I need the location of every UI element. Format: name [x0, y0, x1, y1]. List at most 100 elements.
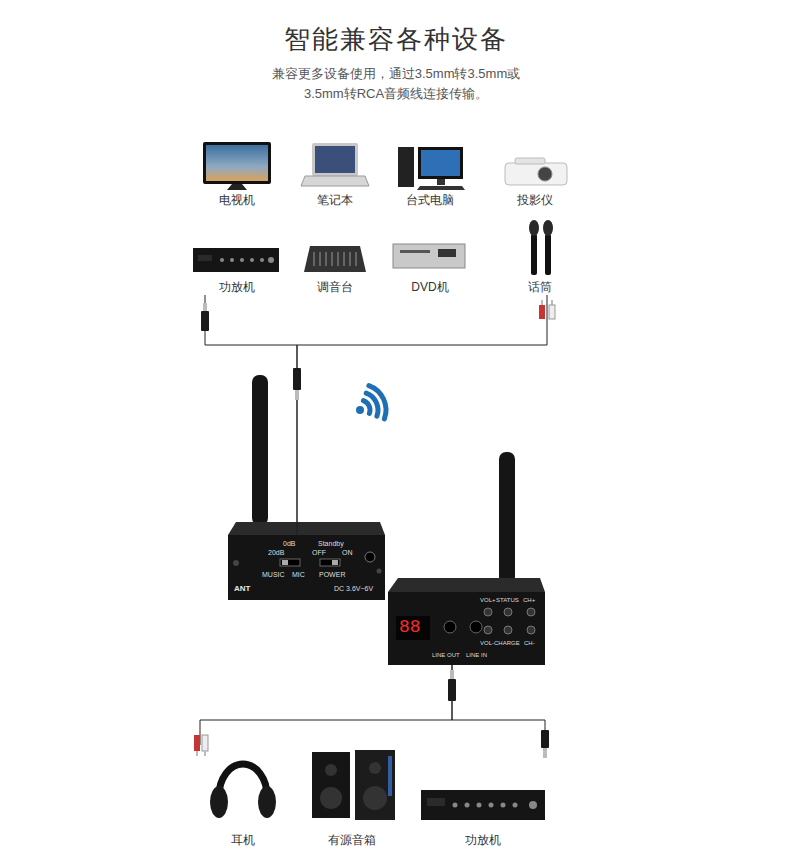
- laptop-icon: [301, 143, 369, 186]
- page-title: 智能兼容各种设备: [0, 22, 791, 57]
- rca-plug-part: [541, 300, 543, 305]
- audio-cable: [452, 665, 545, 745]
- device-node: 有源音箱: [298, 745, 406, 848]
- receiver-unit-part: [470, 621, 482, 633]
- desktop-icon-part: [437, 179, 445, 185]
- device-label: 调音台: [286, 280, 384, 295]
- subtitle-note: 兼容更多设备使用，通过3.5mm转3.5mm或 3.5mm转RCA音频线连接传输…: [261, 64, 531, 104]
- speaker-icon-part: [312, 752, 350, 818]
- audio-plug: [201, 303, 209, 331]
- audio-plug: [541, 730, 549, 758]
- device-node: 调音台: [286, 236, 384, 295]
- receiver-unit-part: [388, 592, 545, 665]
- headphones-icon: [210, 764, 276, 818]
- headphones-icon-part: [258, 786, 276, 818]
- microphone-icon-part: [529, 220, 539, 236]
- device-node: 功放机: [188, 236, 286, 295]
- audio-plug-part: [201, 311, 209, 331]
- panel-label: VOL+: [480, 597, 496, 603]
- projector-icon-part: [515, 158, 545, 164]
- panel-label: STATUS: [496, 597, 519, 603]
- transmitter-unit-part: [228, 535, 385, 600]
- device-label: 笔记本: [286, 193, 384, 208]
- panel-label: MUSIC: [262, 571, 285, 578]
- transmitter-box: ANT0dB20dBMUSICMICStandbyOFFONPOWERDC 3.…: [228, 535, 385, 600]
- device-node: DVD机: [381, 236, 479, 295]
- audio-plug-part: [543, 748, 547, 758]
- receiver-unit-part: [484, 626, 492, 634]
- amplifier-icon-part: [465, 803, 470, 808]
- rca-plug-part: [549, 305, 555, 319]
- device-node: 笔记本: [286, 138, 384, 208]
- transmitter-unit-part: [252, 375, 268, 525]
- panel-label: 20dB: [268, 549, 284, 556]
- device-label: 有源音箱: [298, 833, 406, 848]
- rca-plug: [194, 735, 208, 756]
- amplifier-icon-part: [230, 258, 234, 262]
- rca-plug-part: [202, 735, 208, 751]
- device-node: 台式电脑: [381, 138, 479, 208]
- amplifier-icon-part: [198, 255, 212, 261]
- device-label: DVD机: [381, 280, 479, 295]
- microphone-icon-part: [543, 220, 553, 236]
- rca-plug-part: [194, 735, 200, 751]
- audio-plug-part: [203, 303, 207, 311]
- projector-icon-part: [538, 167, 552, 181]
- speaker-icon: [312, 750, 395, 820]
- transmitter-unit-part: [320, 559, 340, 566]
- panel-label: ON: [342, 549, 353, 556]
- amplifier-icon-part: [427, 798, 445, 806]
- transmitter-unit-part: [282, 560, 288, 565]
- laptop-icon-part: [301, 176, 369, 186]
- desktop-icon-part: [398, 147, 414, 187]
- laptop-icon-part: [315, 146, 355, 173]
- amplifier-icon-part: [513, 803, 518, 808]
- panel-label: 88: [399, 618, 421, 636]
- dvd-player-icon-part: [393, 244, 465, 268]
- mixer-icon-part: [304, 246, 366, 272]
- transmitter-unit-part: [377, 569, 382, 574]
- device-node: 耳机: [189, 745, 297, 848]
- device-node: 功放机: [409, 745, 557, 848]
- receiver-unit-part: [388, 578, 545, 592]
- amplifier-icon-part: [193, 248, 279, 272]
- headphones-icon-part: [219, 764, 267, 796]
- mixer-icon-part: [314, 252, 356, 266]
- microphone-icon: [529, 220, 553, 275]
- dvd-player-icon: [393, 244, 465, 268]
- panel-label: POWER: [319, 571, 345, 578]
- wireless-symbol: [356, 386, 386, 419]
- panel-label: ANT: [234, 585, 250, 593]
- audio-cable: [200, 665, 452, 745]
- amplifier-icon-part: [268, 257, 274, 263]
- speaker-icon-part: [363, 786, 387, 810]
- panel-label: Standby: [318, 540, 344, 547]
- transmitter-unit-part: [233, 560, 239, 566]
- audio-plug: [293, 368, 301, 400]
- transmitter-unit: [228, 375, 385, 600]
- wireless-symbol-part: [363, 401, 370, 414]
- microphone-icon-part: [545, 234, 551, 275]
- audio-cable: [297, 295, 547, 535]
- wireless-symbol-part: [369, 386, 386, 419]
- speaker-icon-part: [388, 756, 392, 796]
- device-node: 话筒: [496, 236, 584, 295]
- audio-cable: [205, 295, 297, 535]
- transmitter-unit-part: [365, 552, 375, 562]
- panel-label: 0dB: [283, 540, 295, 547]
- panel-label: LINE OUT: [432, 652, 460, 658]
- amplifier-icon-part: [529, 801, 537, 809]
- amplifier-icon-part: [250, 258, 254, 262]
- receiver-unit: [388, 452, 545, 665]
- projector-icon: [505, 158, 567, 185]
- receiver-box: 88VOL+STATUSCH+LINE OUTLINE INVOL-CHARGE…: [388, 592, 545, 665]
- desktop-icon: [398, 147, 465, 190]
- rca-plug-part: [539, 305, 545, 319]
- receiver-unit-part: [504, 626, 512, 634]
- amplifier-icon-part: [421, 790, 545, 820]
- transmitter-unit-part: [280, 559, 300, 566]
